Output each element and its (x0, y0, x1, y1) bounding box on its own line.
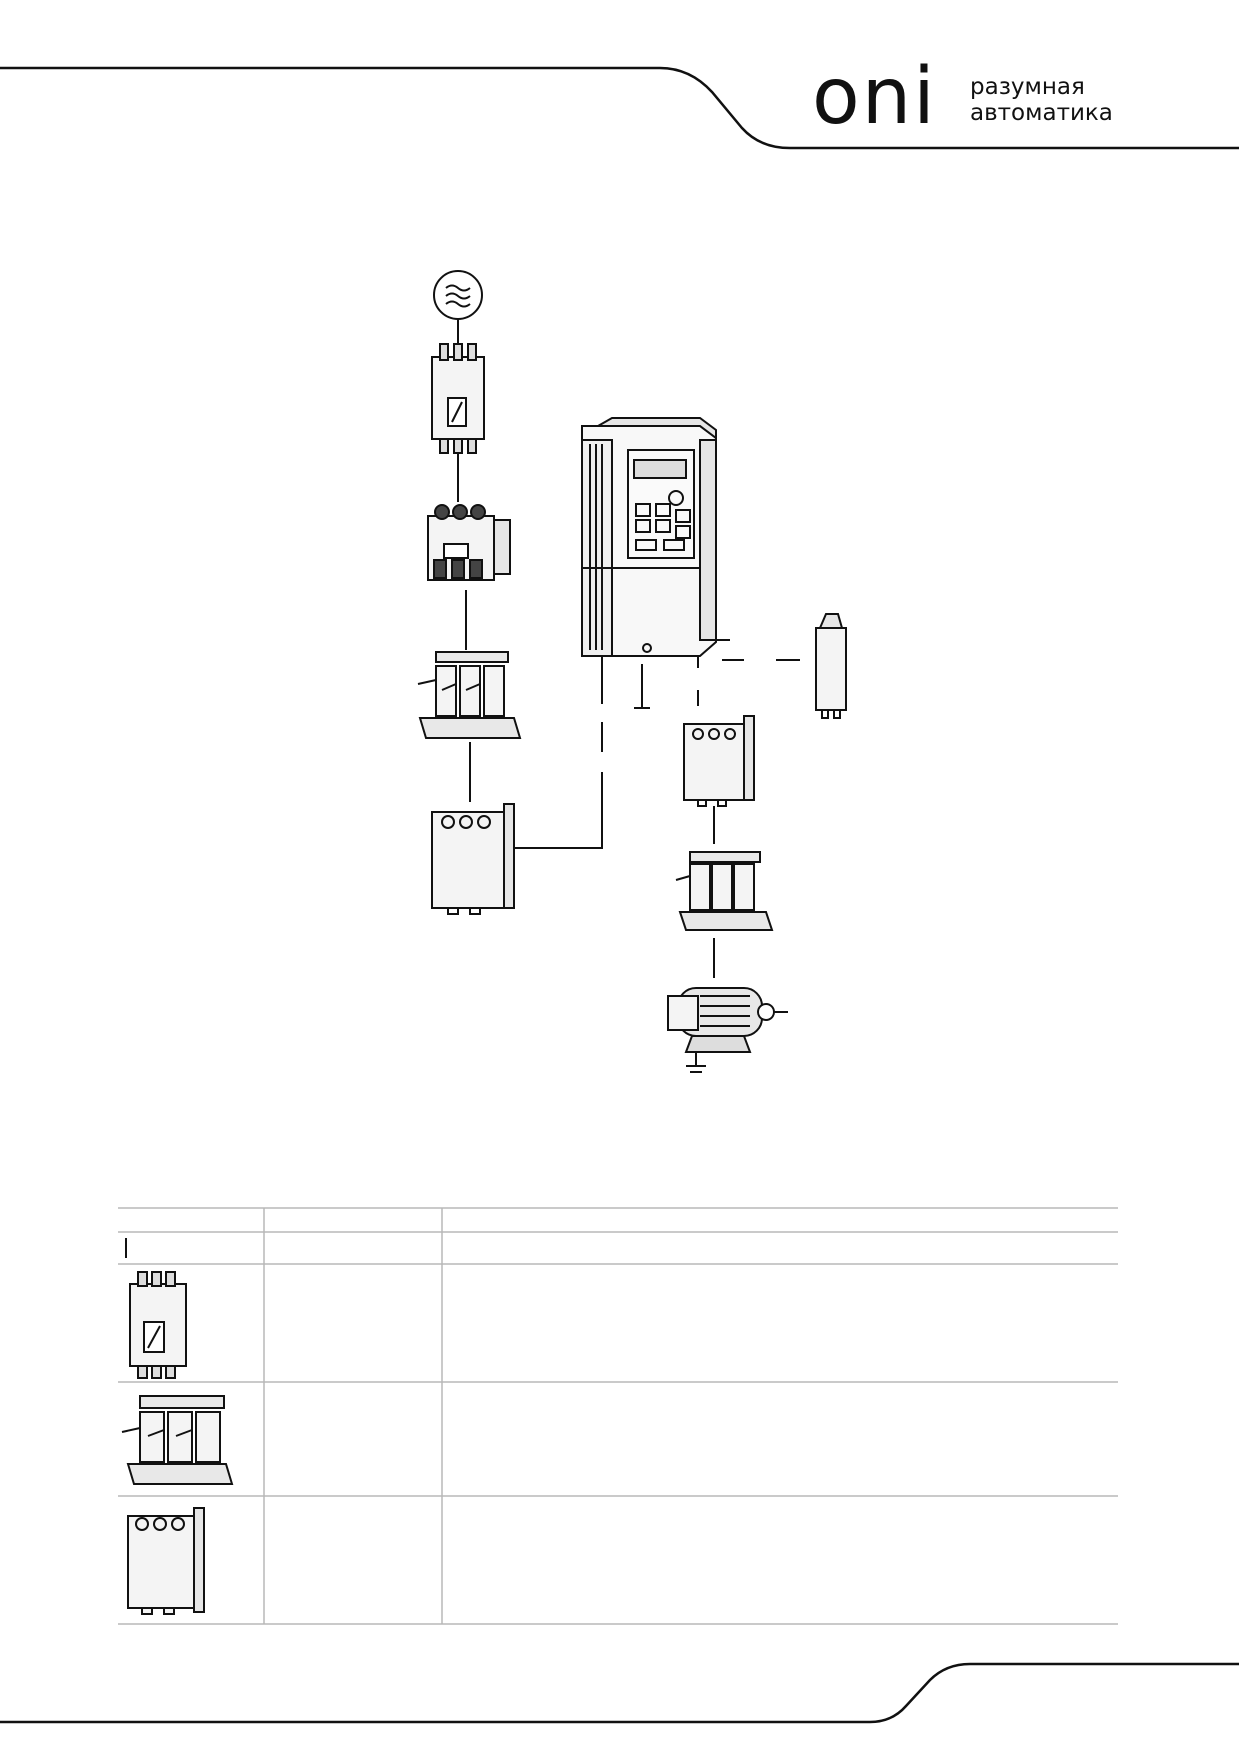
tagline-line-2: автоматика (970, 100, 1113, 126)
circuit-breaker-icon (431, 343, 485, 454)
input-reactor-icon (417, 651, 522, 739)
header-border (0, 66, 1239, 150)
footer-border (0, 1662, 1239, 1724)
ground-icon (634, 664, 650, 709)
oni-logo: oni (812, 52, 937, 142)
motor-icon (667, 987, 788, 1073)
filter-icon (127, 1507, 205, 1615)
input-filter-icon (431, 803, 515, 915)
frequency-inverter-icon (581, 417, 730, 657)
contactor-icon (427, 504, 511, 581)
wiring-diagram (417, 270, 847, 1073)
tagline-line-1: разумная (970, 74, 1085, 100)
output-filter-icon (683, 715, 755, 807)
output-reactor-icon (675, 851, 774, 931)
reactor-icon (121, 1395, 234, 1485)
circuit-breaker-icon (129, 1271, 187, 1379)
tagline: разумная автоматика (970, 74, 1113, 126)
braking-resistor-icon (815, 613, 847, 719)
